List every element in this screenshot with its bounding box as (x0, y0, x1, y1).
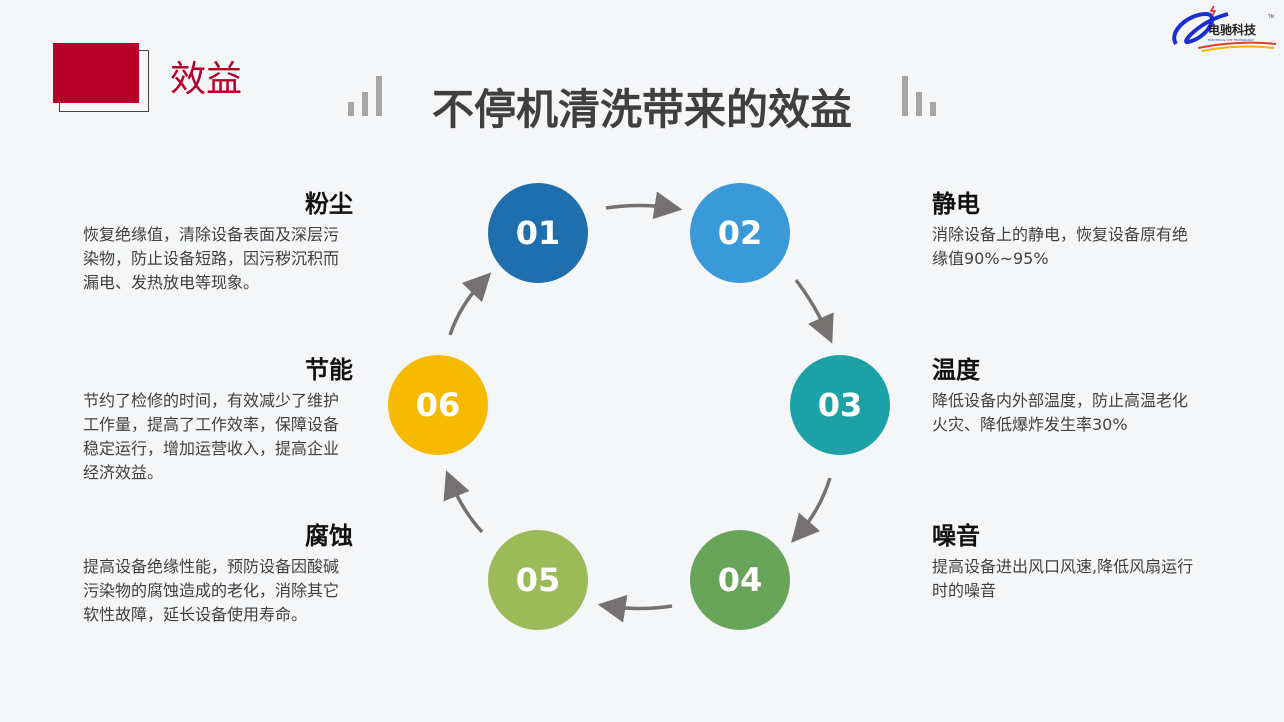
arrow-02-03 (794, 278, 834, 344)
logo-text: 电驰科技 (1208, 22, 1257, 37)
step-number: 02 (717, 214, 763, 252)
section-label: 效益 (170, 59, 243, 100)
arrow-05-06 (443, 470, 484, 534)
benefit-heading: 节能 (305, 356, 353, 384)
logo-tm: TM (1267, 14, 1274, 19)
benefit-corrosion: 腐蚀 提高设备绝缘性能，预防设备因酸碱污染物的腐蚀造成的老化，消除其它软性故障，… (83, 516, 353, 627)
page-title: 不停机清洗带来的效益 (431, 85, 852, 134)
step-circle-02: 02 (690, 183, 790, 283)
step-number: 06 (415, 386, 461, 424)
benefit-text: 降低设备内外部温度，防止高温老化火灾、降低爆炸发生率30% (932, 391, 1189, 434)
benefit-static: 静电 消除设备上的静电，恢复设备原有绝缘值90%~95% (932, 184, 1202, 271)
step-circle-04: 04 (690, 530, 790, 630)
step-number: 03 (817, 386, 863, 424)
benefit-text: 提高设备进出风口风速,降低风扇运行时的噪音 (932, 557, 1194, 600)
benefit-heading: 静电 (932, 190, 980, 218)
benefit-dust: 粉尘 恢复绝缘值，清除设备表面及深层污染物，防止设备短路，因污秽沉积而漏电、发热… (83, 184, 353, 295)
benefit-energy: 节能 节约了检修的时间，有效减少了维护工作量，提高了工作效率，保障设备稳定运行，… (83, 350, 353, 485)
benefit-temperature: 温度 降低设备内外部温度，防止高温老化火灾、降低爆炸发生率30% (932, 350, 1202, 437)
benefit-text: 提高设备绝缘性能，预防设备因酸碱污染物的腐蚀造成的老化，消除其它软性故障，延长设… (83, 557, 340, 624)
benefit-heading: 腐蚀 (305, 522, 353, 550)
step-number: 04 (717, 561, 763, 599)
benefit-heading: 温度 (932, 356, 980, 384)
benefit-noise: 噪音 提高设备进出风口风速,降低风扇运行时的噪音 (932, 516, 1202, 603)
step-number: 05 (515, 561, 561, 599)
benefit-text: 恢复绝缘值，清除设备表面及深层污染物，防止设备短路，因污秽沉积而漏电、发热放电等… (83, 225, 340, 292)
decor-square-red (53, 43, 139, 103)
arrow-04-05 (597, 594, 673, 623)
benefit-text: 节约了检修的时间，有效减少了维护工作量，提高了工作效率，保障设备稳定运行，增加运… (83, 391, 340, 482)
step-circle-01: 01 (488, 183, 588, 283)
arrow-06-01 (448, 272, 492, 336)
company-logo: 电驰科技 ELECTRICAL CHI TECHNOLOGY TM (1172, 5, 1277, 52)
arrow-01-02 (605, 191, 683, 220)
arrow-03-04 (791, 477, 832, 543)
benefit-heading: 粉尘 (305, 190, 353, 218)
benefit-heading: 噪音 (932, 522, 980, 550)
step-circle-06: 06 (388, 355, 488, 455)
benefit-text: 消除设备上的静电，恢复设备原有绝缘值90%~95% (932, 225, 1189, 268)
step-number: 01 (515, 214, 561, 252)
logo-subtext: ELECTRICAL CHI TECHNOLOGY (1208, 38, 1254, 42)
step-circle-03: 03 (790, 355, 890, 455)
step-circle-05: 05 (488, 530, 588, 630)
